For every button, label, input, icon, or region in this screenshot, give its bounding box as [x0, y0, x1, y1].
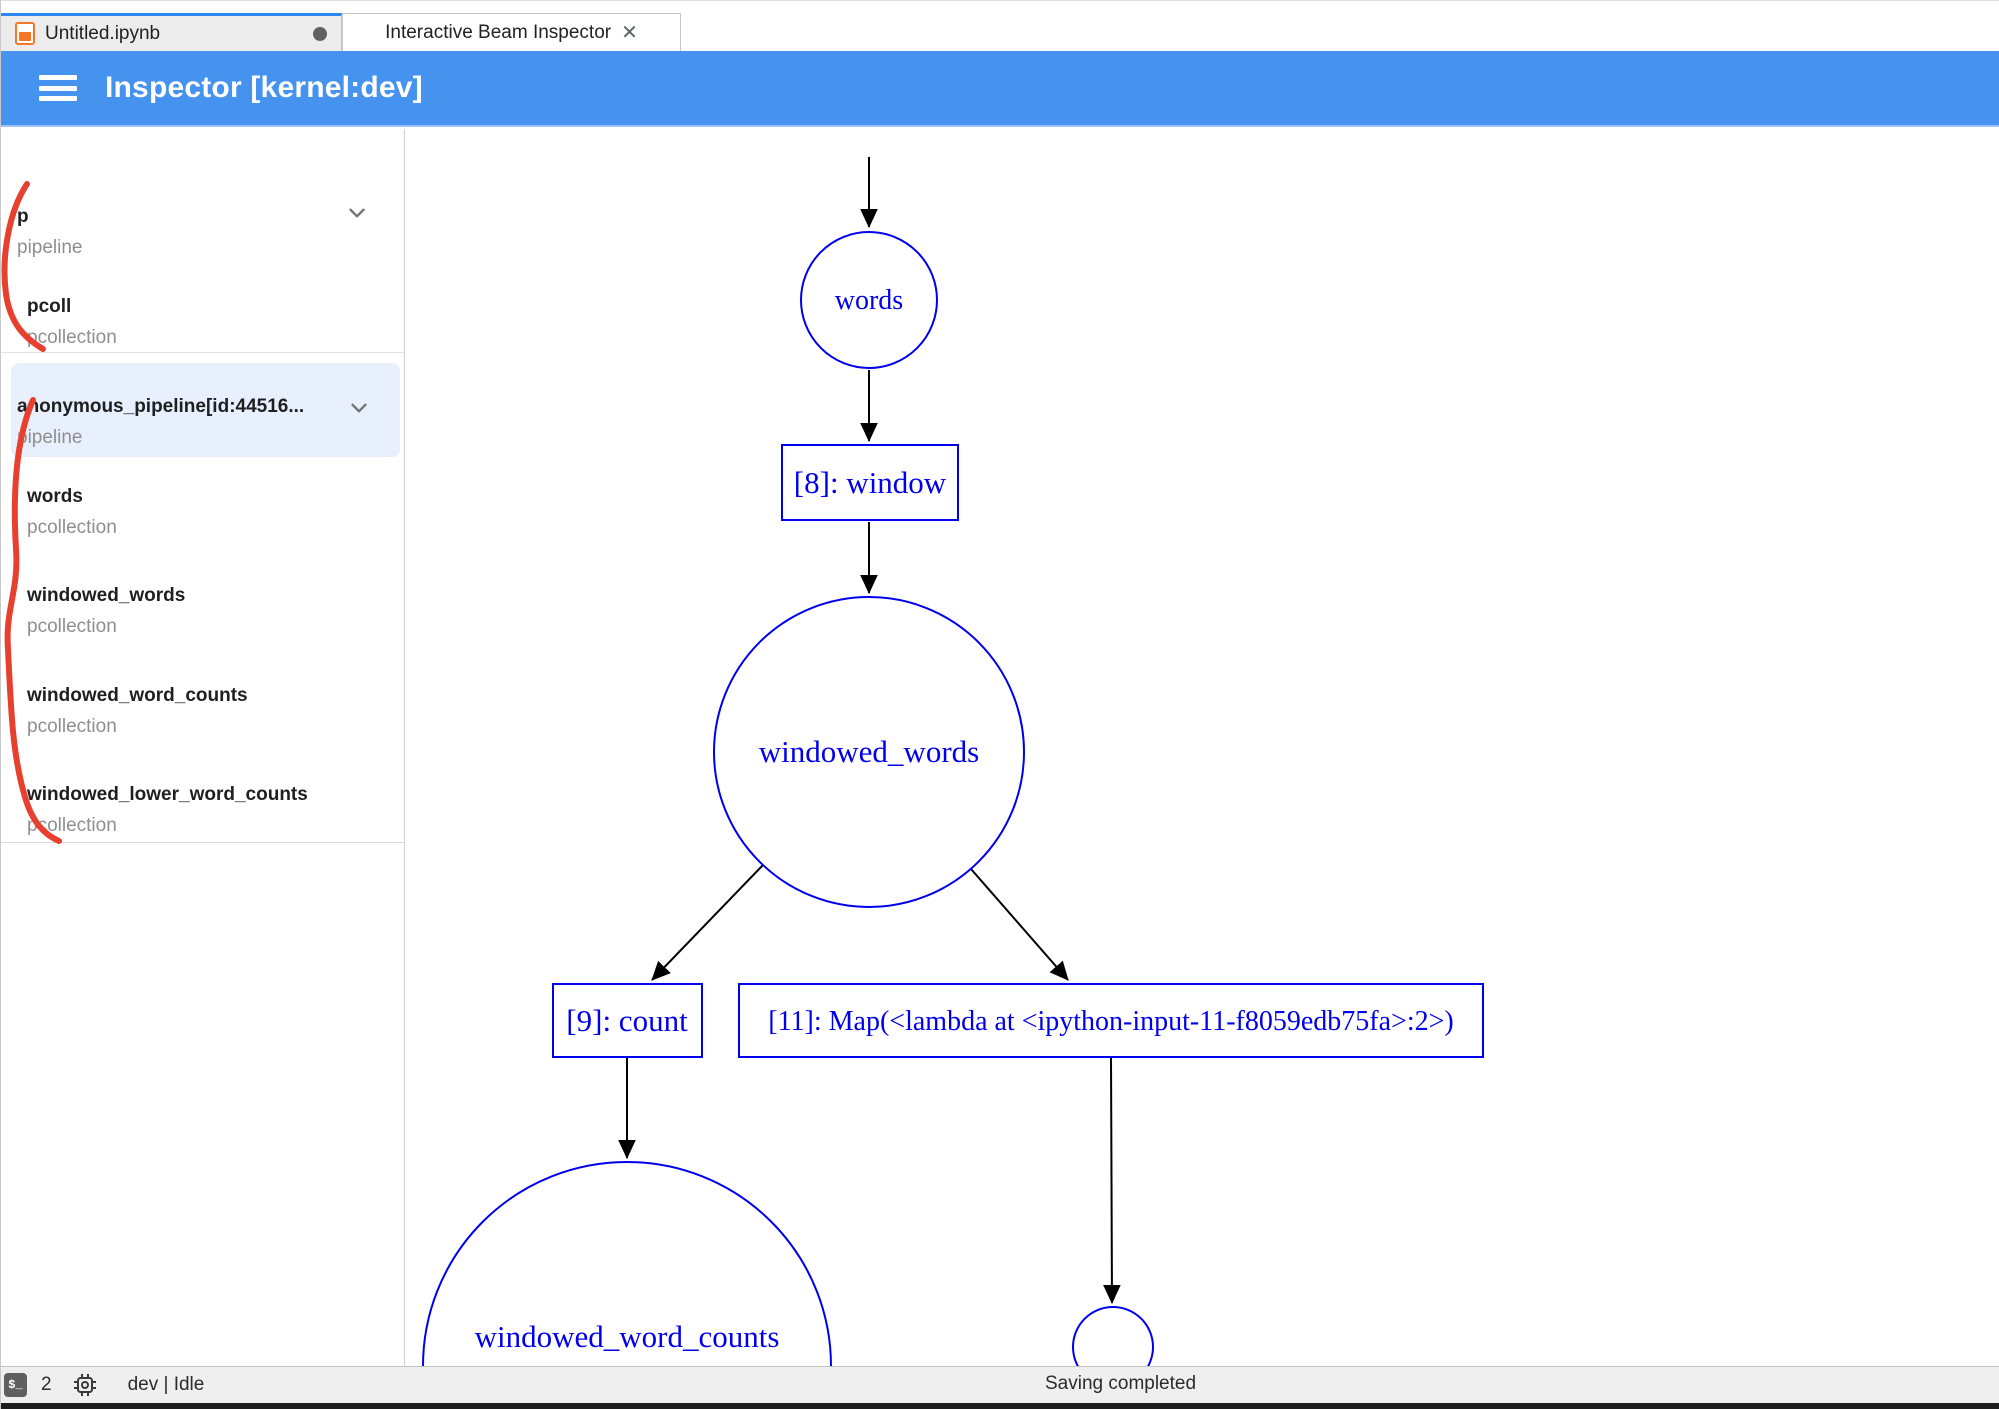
sidebar-item-anonymous-pipeline[interactable]: anonymous_pipeline[id:44516... pipeline: [17, 395, 396, 450]
edge-map-unnamed: [1103, 1056, 1121, 1304]
kernel-status[interactable]: dev | Idle: [127, 1374, 205, 1395]
item-title: p: [17, 206, 29, 227]
kernel-sessions-icon[interactable]: [72, 1372, 98, 1398]
chevron-down-icon[interactable]: [344, 200, 370, 226]
terminal-icon[interactable]: $_: [4, 1373, 27, 1397]
sidebar-item-pipeline-p[interactable]: p pipeline: [17, 205, 396, 260]
pipeline-sidebar: p pipeline pcoll pcollection anonymous_p…: [1, 129, 405, 1366]
selected-row-highlight: [11, 363, 400, 457]
close-tab-icon[interactable]: ✕: [621, 21, 638, 44]
node-windowed-words: [713, 596, 1025, 908]
item-title: anonymous_pipeline[id:44516...: [17, 396, 305, 417]
tab-interactive-beam-inspector[interactable]: Interactive Beam Inspector ✕: [342, 13, 681, 51]
chevron-down-icon[interactable]: [346, 395, 372, 421]
edge-windowedwords-count: [651, 864, 764, 981]
node-windowed-word-counts: [422, 1161, 832, 1366]
item-subtitle: pipeline: [17, 237, 83, 258]
item-subtitle: pcollection: [27, 616, 117, 637]
item-title: windowed_word_counts: [27, 685, 248, 706]
item-title: words: [27, 486, 83, 507]
pipeline-dag: words [8]: window windowed_words [9]: co…: [422, 157, 1484, 1366]
item-title: windowed_lower_word_counts: [27, 784, 308, 805]
sidebar-item-pcoll[interactable]: pcoll pcollection: [27, 295, 396, 350]
tab-label: Interactive Beam Inspector: [385, 21, 612, 43]
node-windowed-words-label: windowed_words: [759, 734, 979, 769]
section-divider: [1, 352, 404, 353]
terminal-count: 2: [41, 1374, 52, 1395]
item-subtitle: pcollection: [27, 716, 117, 737]
dock-tab-bar: Untitled.ipynb Interactive Beam Inspecto…: [1, 0, 1999, 51]
item-subtitle: pcollection: [27, 815, 117, 836]
item-subtitle: pcollection: [27, 327, 117, 348]
hamburger-menu-icon[interactable]: [39, 75, 77, 101]
node-count-label: [9]: count: [566, 1003, 688, 1038]
window-bottom-edge: [1, 1403, 1999, 1409]
notebook-icon: [15, 22, 35, 45]
tab-label: Untitled.ipynb: [45, 22, 161, 44]
inspector-toolbar: Inspector [kernel:dev]: [1, 51, 1999, 127]
node-words-label: words: [835, 285, 903, 316]
node-window: [781, 444, 959, 521]
unsaved-changes-dot: [313, 26, 327, 41]
node-map-label: [11]: Map(<lambda at <ipython-input-11-f…: [768, 1006, 1453, 1037]
status-bar: $_ 2 dev | Idle Saving completed: [1, 1366, 1999, 1403]
sidebar-item-windowed-word-counts[interactable]: windowed_word_counts pcollection: [27, 684, 396, 739]
inspector-title: Inspector [kernel:dev]: [105, 71, 423, 104]
inspector-content: p pipeline pcoll pcollection anonymous_p…: [1, 129, 1999, 1366]
edge-windowedwords-map: [970, 868, 1069, 981]
node-words: [800, 231, 938, 369]
node-windowed-word-counts-label: windowed_word_counts: [475, 1319, 780, 1354]
save-status-message: Saving completed: [1045, 1373, 1197, 1394]
node-unnamed-pcollection: [1072, 1306, 1154, 1366]
sidebar-item-words[interactable]: words pcollection: [27, 485, 396, 540]
item-title: windowed_words: [27, 585, 186, 606]
pipeline-graph: words [8]: window windowed_words [9]: co…: [405, 129, 1999, 1366]
item-subtitle: pipeline: [17, 427, 83, 448]
node-count: [552, 983, 703, 1058]
item-title: pcoll: [27, 296, 72, 317]
node-map: [738, 983, 1484, 1058]
pipeline-list: p pipeline pcoll pcollection anonymous_p…: [1, 129, 404, 843]
tab-untitled-notebook[interactable]: Untitled.ipynb: [1, 13, 342, 51]
node-window-label: [8]: window: [794, 465, 947, 500]
sidebar-item-windowed-words[interactable]: windowed_words pcollection: [27, 584, 396, 639]
sidebar-item-windowed-lower-word-counts[interactable]: windowed_lower_word_counts pcollection: [27, 783, 396, 838]
item-subtitle: pcollection: [27, 517, 117, 538]
